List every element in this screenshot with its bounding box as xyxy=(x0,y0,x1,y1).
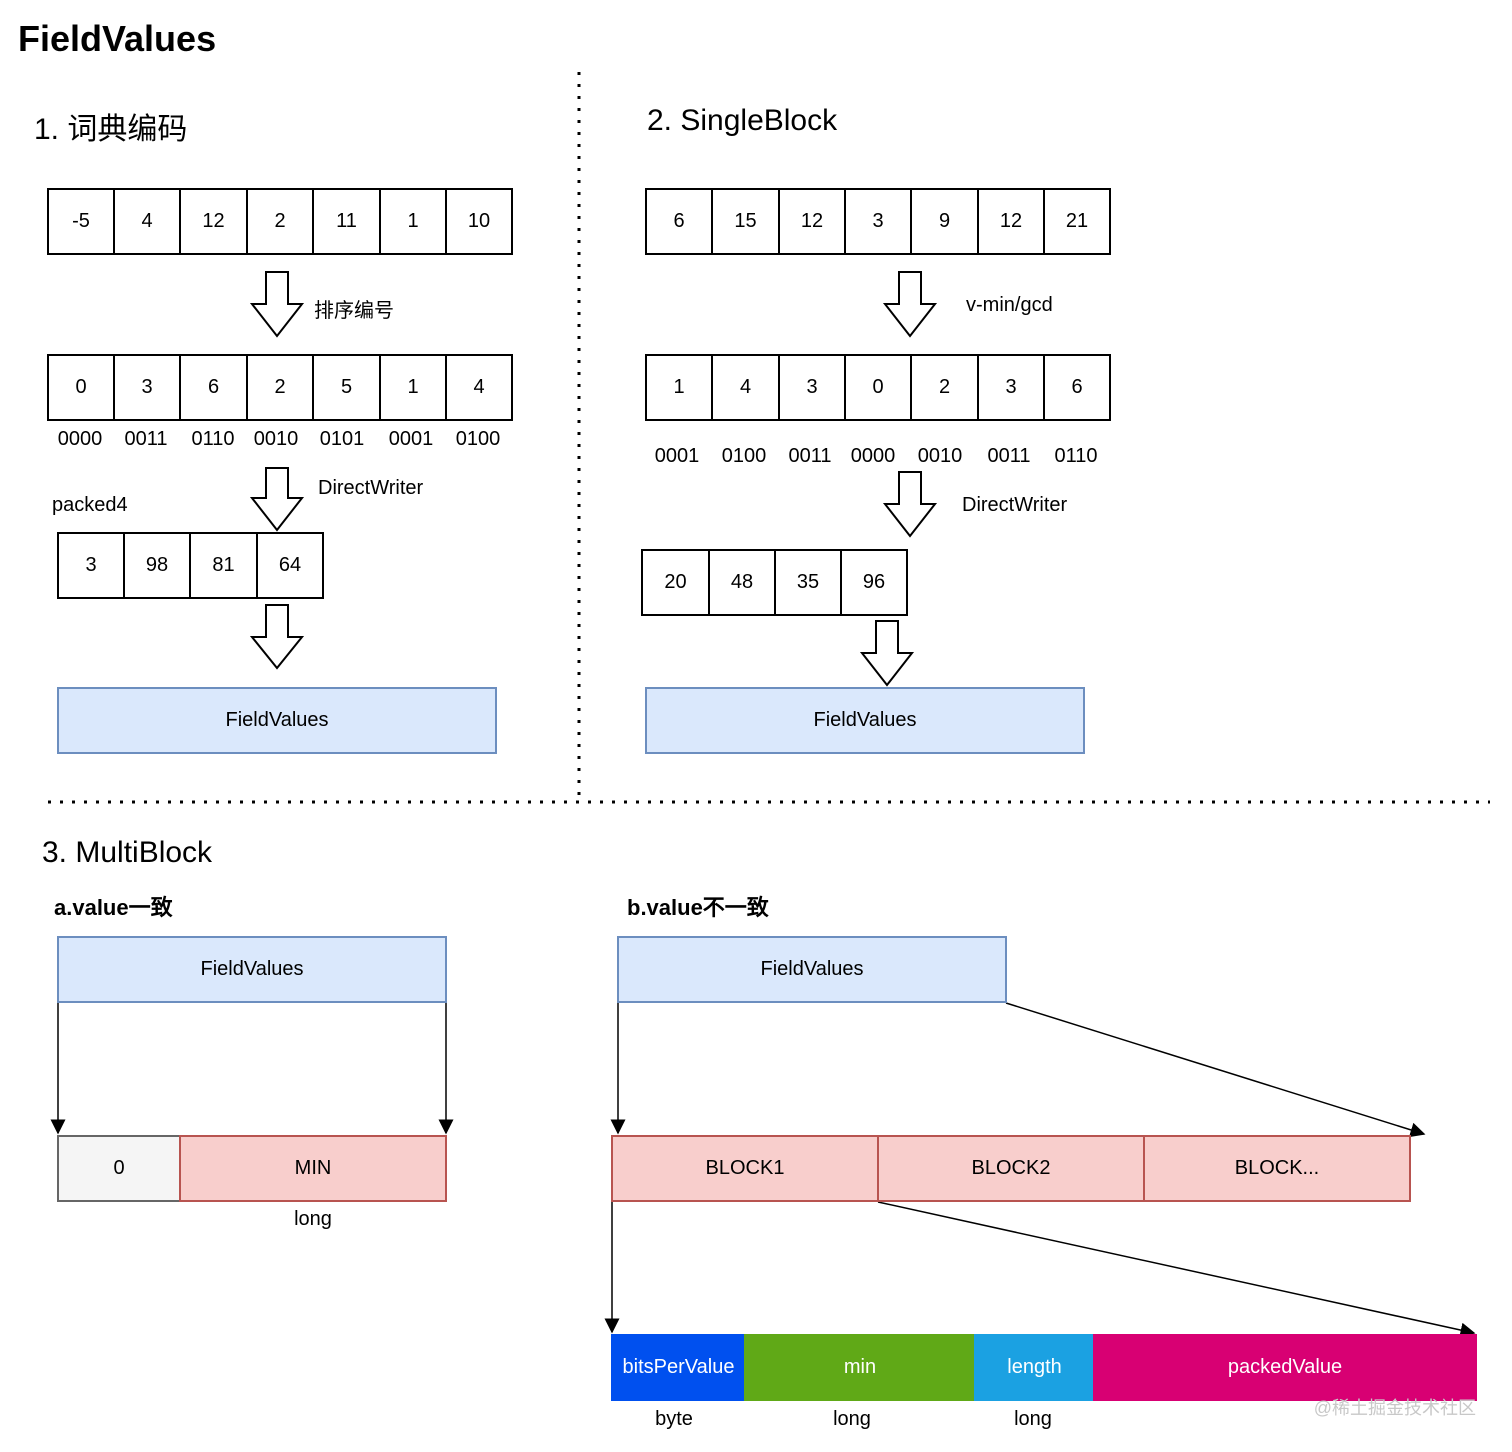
arrow-label: v-min/gcd xyxy=(966,294,1053,316)
cell: 81 xyxy=(189,532,258,599)
down-arrow-icon xyxy=(249,271,305,338)
packedvalue-box: packedValue xyxy=(1093,1334,1477,1401)
fieldvalues-box: FieldValues xyxy=(57,936,447,1003)
bit-label: 0100 xyxy=(455,428,501,450)
bit-label: 0010 xyxy=(253,428,299,450)
down-arrow-icon xyxy=(882,271,938,338)
bit-label: 0010 xyxy=(917,445,963,467)
cell: 1 xyxy=(645,354,713,421)
cell: 6 xyxy=(179,354,248,421)
block-box: BLOCK... xyxy=(1143,1135,1411,1202)
arrow-label: DirectWriter xyxy=(318,477,424,499)
cell: 6 xyxy=(1043,354,1111,421)
bit-label: 0001 xyxy=(388,428,434,450)
block-box: BLOCK1 xyxy=(611,1135,879,1202)
cell: 2 xyxy=(246,188,314,255)
cell: 3 xyxy=(113,354,181,421)
cell: 15 xyxy=(711,188,780,255)
arrow-label: 排序编号 xyxy=(314,300,394,322)
bit-label: 0000 xyxy=(850,445,896,467)
watermark: @稀土掘金技术社区 xyxy=(1313,1398,1476,1418)
down-arrow-icon xyxy=(249,604,305,670)
page-title: FieldValues xyxy=(18,18,217,59)
type-label: long xyxy=(833,1408,871,1430)
type-label: byte xyxy=(655,1408,693,1430)
cell: 9 xyxy=(910,188,979,255)
cell: 35 xyxy=(774,549,842,616)
bit-label: 0011 xyxy=(124,428,168,450)
cell: 11 xyxy=(312,188,381,255)
cell: 96 xyxy=(840,549,908,616)
subsection-b-heading: b.value不一致 xyxy=(627,895,769,920)
cell: 5 xyxy=(312,354,381,421)
cell: 3 xyxy=(778,354,846,421)
cell: 4 xyxy=(445,354,513,421)
arrow-label: DirectWriter xyxy=(962,494,1068,516)
down-arrow-icon xyxy=(882,471,938,538)
cell: 1 xyxy=(379,354,447,421)
subsection-a-heading: a.value一致 xyxy=(54,895,173,920)
down-arrow-icon xyxy=(859,620,915,687)
cell: 12 xyxy=(179,188,248,255)
cell: 3 xyxy=(57,532,125,599)
section-3-heading: 3. MultiBlock xyxy=(42,836,213,869)
bit-label: 0011 xyxy=(987,445,1031,467)
cell: 6 xyxy=(645,188,713,255)
bit-label: 0110 xyxy=(191,428,235,450)
min-box: MIN xyxy=(179,1135,447,1202)
length-box: length xyxy=(974,1334,1095,1401)
down-arrow-icon xyxy=(249,467,305,532)
bit-label: 0011 xyxy=(788,445,832,467)
cell: 98 xyxy=(123,532,191,599)
bit-label: 0100 xyxy=(721,445,767,467)
cell: 10 xyxy=(445,188,513,255)
cell: -5 xyxy=(47,188,115,255)
cell: 0 xyxy=(47,354,115,421)
type-label: long xyxy=(1014,1408,1052,1430)
bit-label: 0110 xyxy=(1054,445,1098,467)
bit-label: 0101 xyxy=(319,428,365,450)
cell: 1 xyxy=(379,188,447,255)
block-box: BLOCK2 xyxy=(877,1135,1145,1202)
cell: 2 xyxy=(910,354,979,421)
cell: 2 xyxy=(246,354,314,421)
bit-label: 0001 xyxy=(654,445,700,467)
bit-label: 0000 xyxy=(57,428,103,450)
cell: 3 xyxy=(844,188,912,255)
packed-label: packed4 xyxy=(52,494,128,516)
cell: 3 xyxy=(977,354,1045,421)
cell: 0 xyxy=(844,354,912,421)
fieldvalues-box: FieldValues xyxy=(617,936,1007,1003)
cell: 64 xyxy=(256,532,324,599)
min-field-box: min xyxy=(744,1334,976,1401)
section-1-heading: 1. 词典编码 xyxy=(34,113,188,146)
section-2-heading: 2. SingleBlock xyxy=(647,104,838,137)
cell: 12 xyxy=(977,188,1045,255)
cell: 12 xyxy=(778,188,846,255)
cell: 48 xyxy=(708,549,776,616)
fieldvalues-box: FieldValues xyxy=(57,687,497,754)
fieldvalues-box: FieldValues xyxy=(645,687,1085,754)
type-label: long xyxy=(294,1208,332,1230)
cell: 20 xyxy=(641,549,710,616)
bitspervalue-box: bitsPerValue xyxy=(611,1334,746,1401)
cell: 4 xyxy=(711,354,780,421)
cell: 21 xyxy=(1043,188,1111,255)
zero-box: 0 xyxy=(57,1135,181,1202)
cell: 4 xyxy=(113,188,181,255)
